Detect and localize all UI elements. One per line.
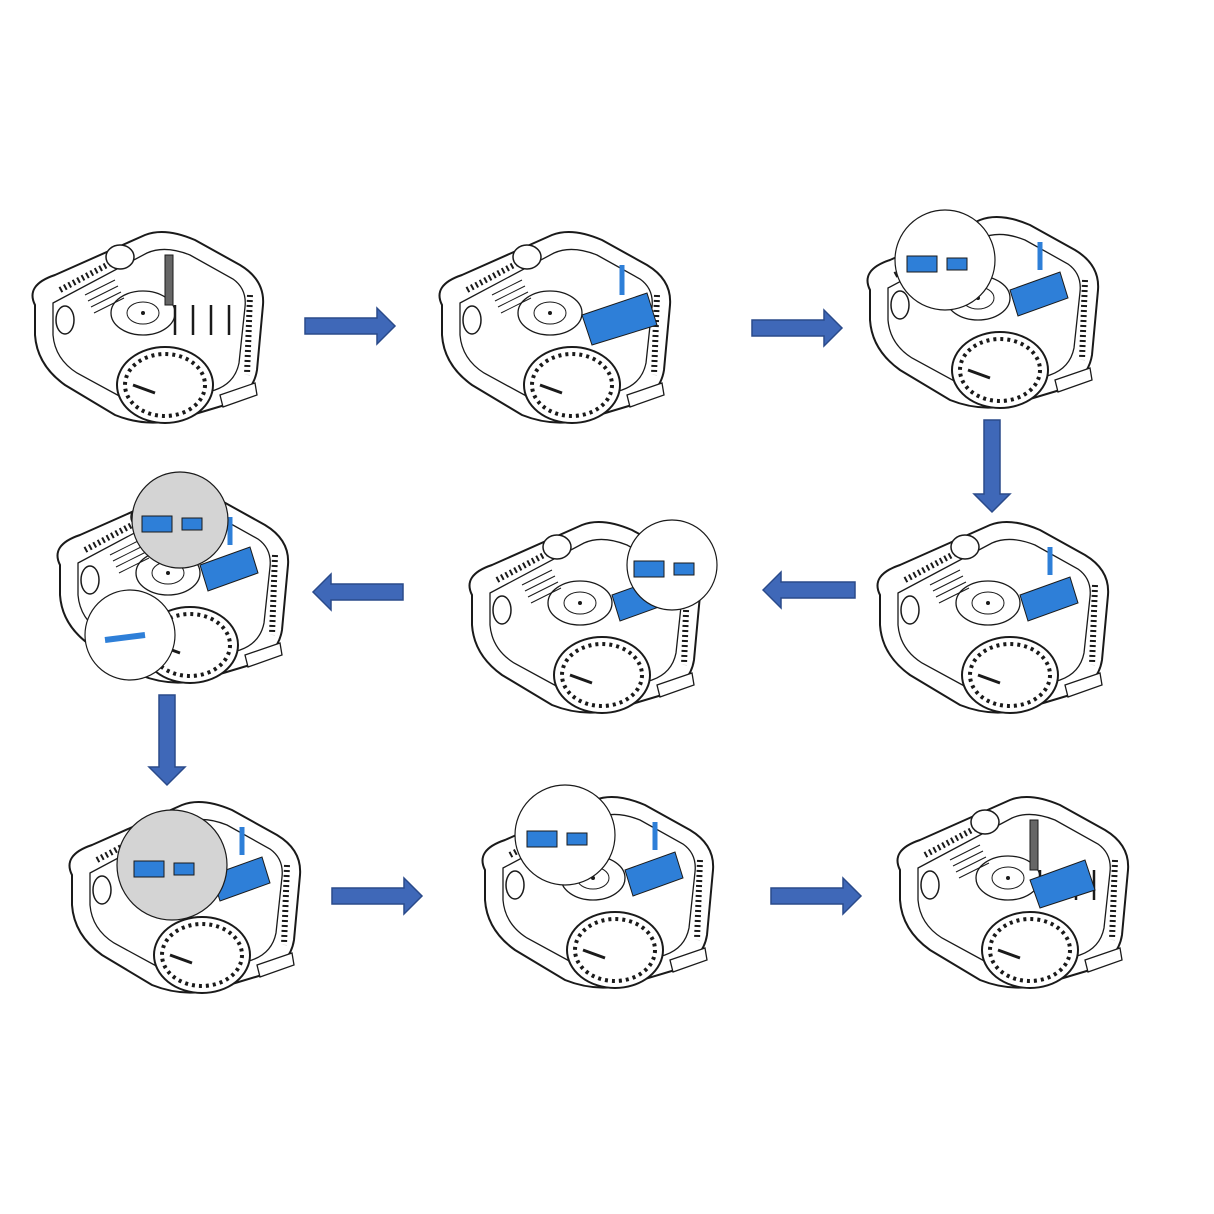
connector-icon <box>633 560 665 578</box>
push-arrow-icon <box>104 632 146 643</box>
battery-cover <box>1029 859 1096 909</box>
connector-icon <box>566 832 588 846</box>
highlighted-part <box>199 517 259 592</box>
battery <box>624 851 684 897</box>
step-9-illustration <box>898 797 1129 988</box>
connector-icon <box>673 562 695 576</box>
highlighted-part <box>581 265 658 346</box>
arrow-right-icon <box>304 306 397 346</box>
arrow-left-icon <box>761 570 856 610</box>
detail-inset <box>514 784 616 886</box>
connector-icon <box>906 255 938 273</box>
connector-icon <box>173 862 195 876</box>
step-3-illustration <box>868 209 1099 408</box>
arrow-left-icon <box>311 572 404 612</box>
detail-inset <box>116 809 228 921</box>
highlighted-part <box>1009 242 1069 317</box>
step-8-illustration <box>483 784 714 988</box>
arrow-down-icon <box>147 694 187 787</box>
arrow-down-icon <box>972 419 1012 514</box>
battery <box>1019 576 1079 622</box>
screwdriver-icon <box>164 254 174 306</box>
connector-icon <box>133 860 165 878</box>
battery <box>199 546 259 592</box>
step-1-illustration <box>33 232 264 423</box>
step-5-illustration <box>470 520 718 713</box>
connector-icon <box>946 257 968 271</box>
arrow-right-icon <box>770 876 863 916</box>
connector-icon <box>141 515 173 533</box>
highlighted-part <box>1019 547 1079 622</box>
highlighted-part <box>624 822 684 897</box>
step-2-illustration <box>440 232 671 423</box>
highlighted-part <box>1029 819 1096 909</box>
highlighted-part <box>164 254 231 335</box>
connector-icon <box>181 517 203 531</box>
detail-inset <box>626 519 718 611</box>
step-6-illustration <box>878 522 1109 713</box>
mower-icon <box>878 522 1109 713</box>
detail-inset <box>131 471 229 569</box>
step-7-illustration <box>70 802 301 993</box>
detail-inset <box>894 209 996 311</box>
arrow-right-icon <box>331 876 424 916</box>
battery-cover <box>581 292 658 346</box>
screwdriver-icon <box>1029 819 1039 871</box>
step-4-illustration <box>58 471 289 683</box>
connector-icon <box>526 830 558 848</box>
battery <box>1009 271 1069 317</box>
detail-inset <box>84 589 176 681</box>
arrow-right-icon <box>751 308 844 348</box>
